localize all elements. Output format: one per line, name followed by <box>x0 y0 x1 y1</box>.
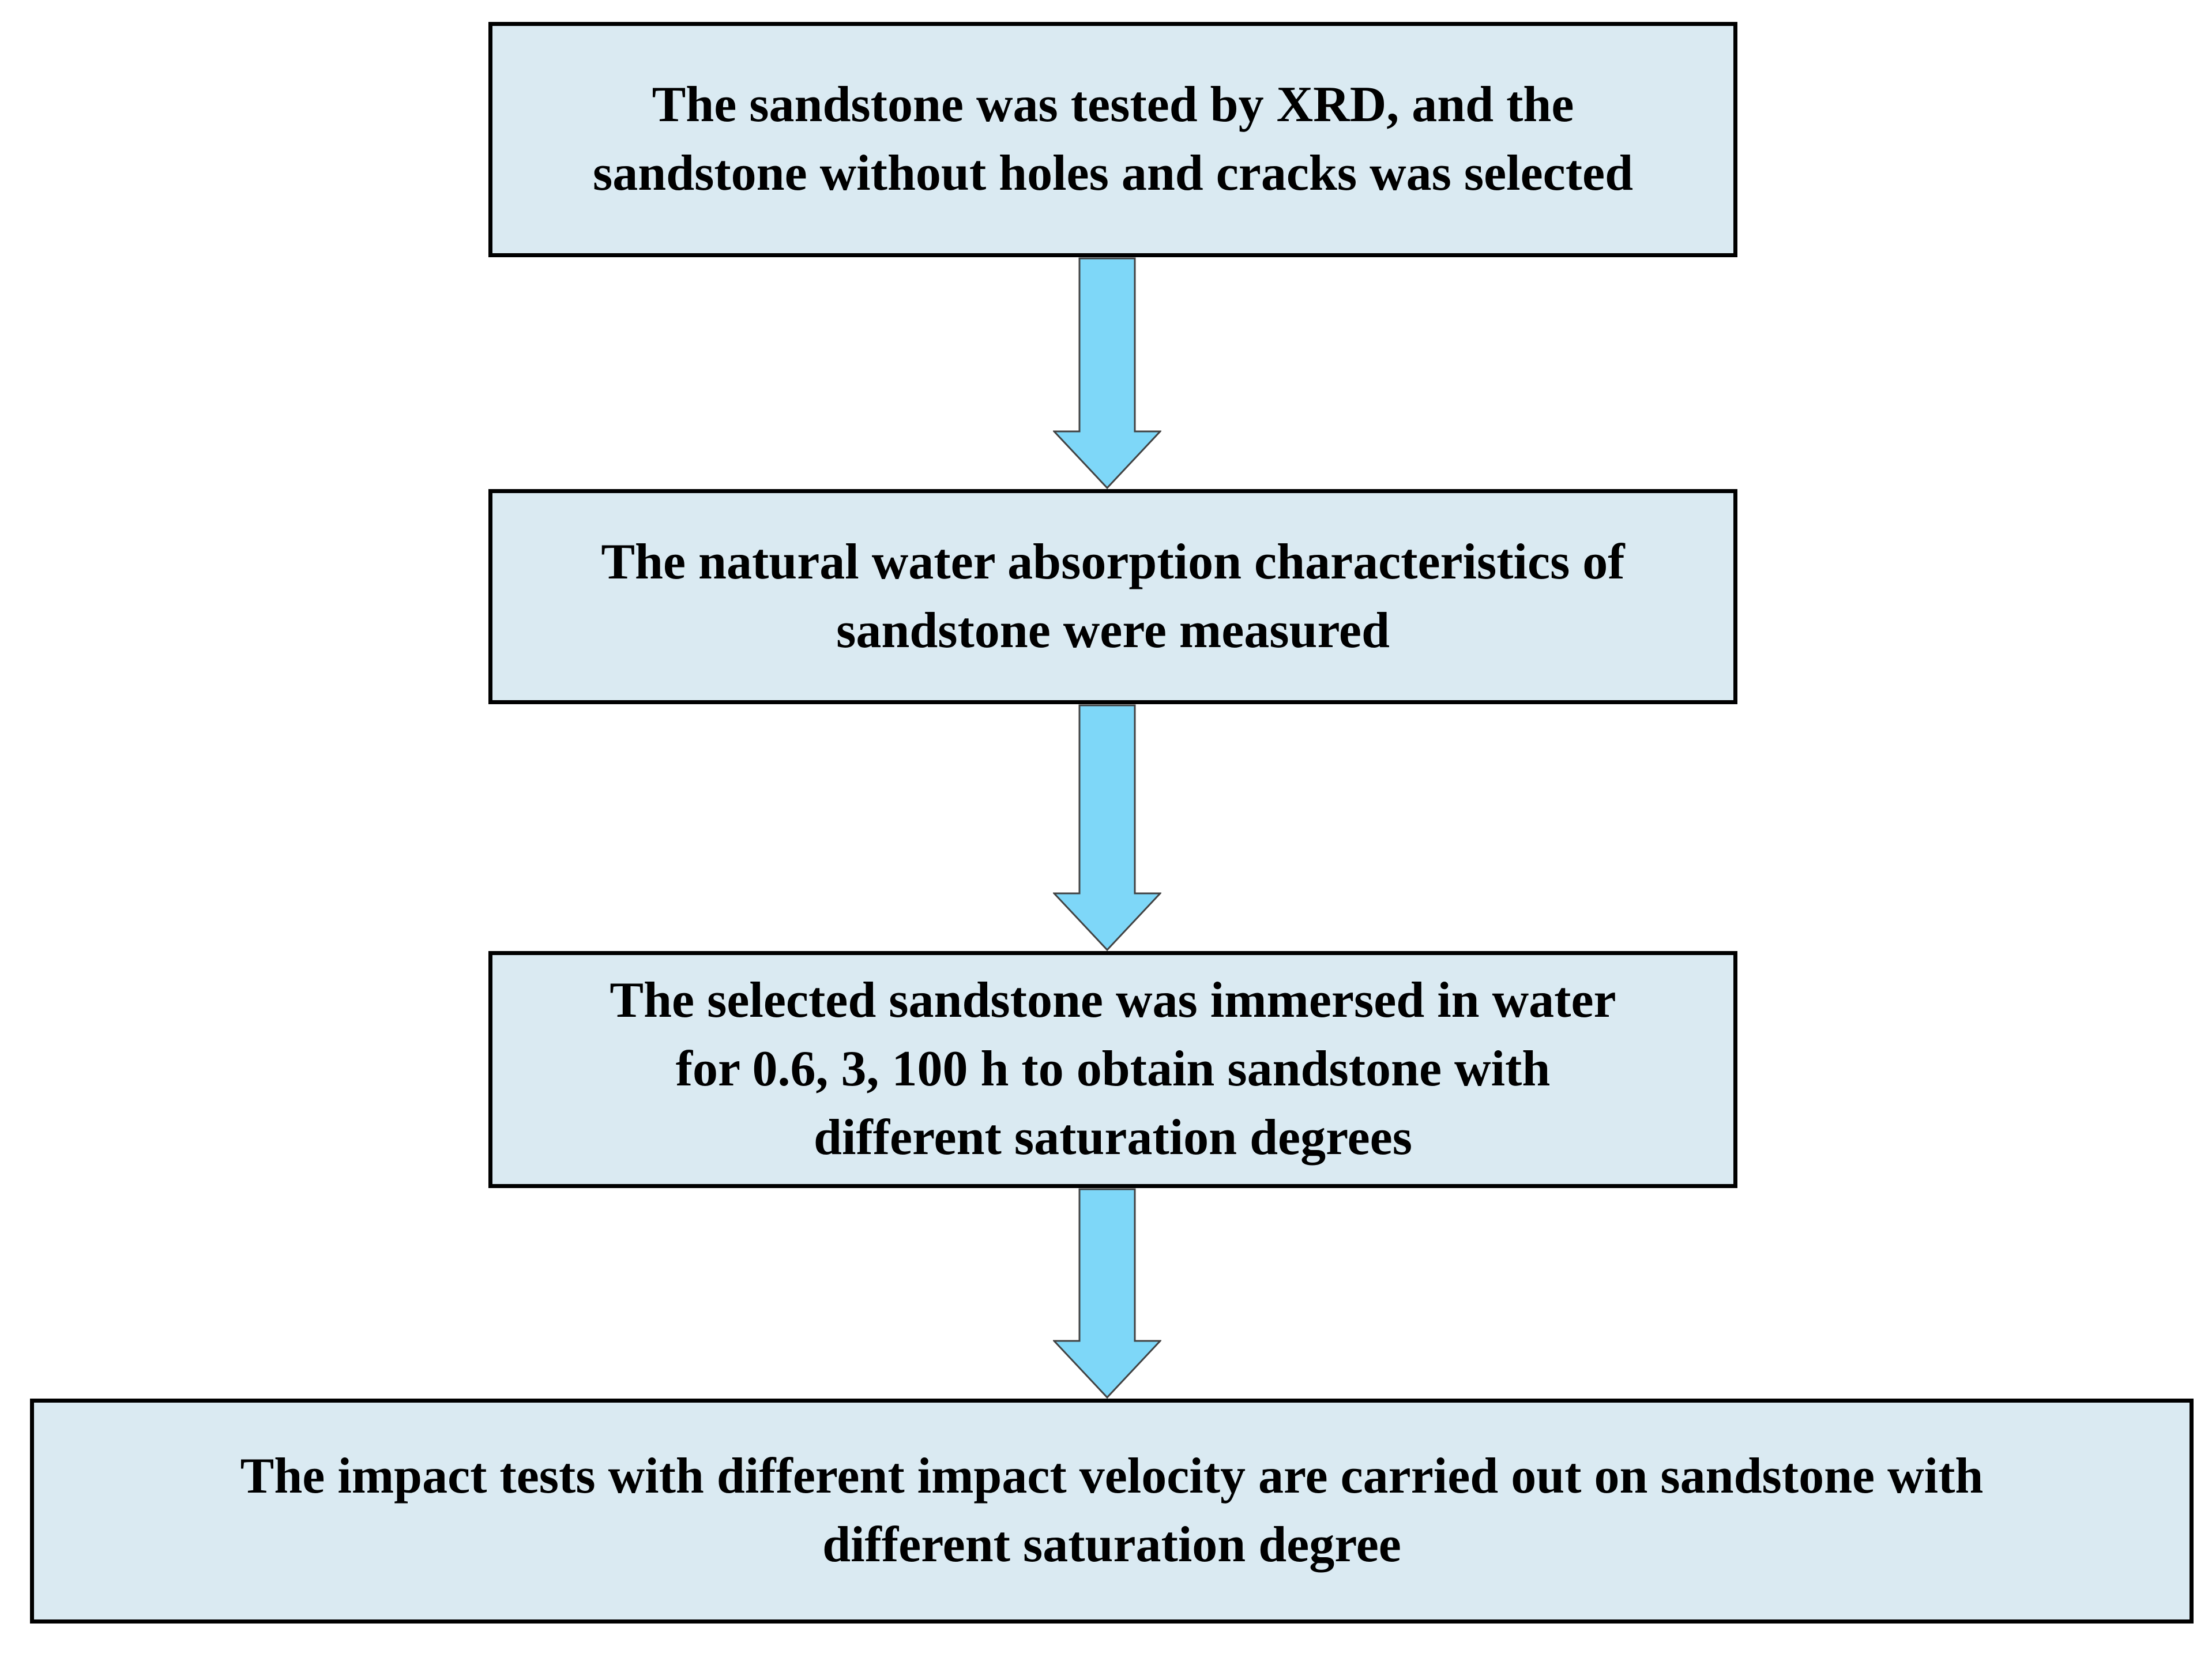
flow-step-3-box: The selected sandstone was immersed in w… <box>488 951 1737 1188</box>
flow-step-4-label: The impact tests with different impact v… <box>240 1448 1984 1573</box>
down-block-arrow-icon <box>1053 1188 1161 1399</box>
down-block-arrow-icon <box>1053 704 1161 951</box>
flow-step-2-label: The natural water absorption characteris… <box>601 533 1625 659</box>
flow-step-3-label: The selected sandstone was immersed in w… <box>610 972 1616 1166</box>
down-block-arrow-icon <box>1053 257 1161 489</box>
flow-step-1-label: The sandstone was tested by XRD, and the… <box>592 77 1634 201</box>
flow-step-1-box: The sandstone was tested by XRD, and the… <box>488 22 1737 257</box>
flow-step-4-box: The impact tests with different impact v… <box>30 1399 2194 1624</box>
flow-step-2-box: The natural water absorption characteris… <box>488 489 1737 704</box>
